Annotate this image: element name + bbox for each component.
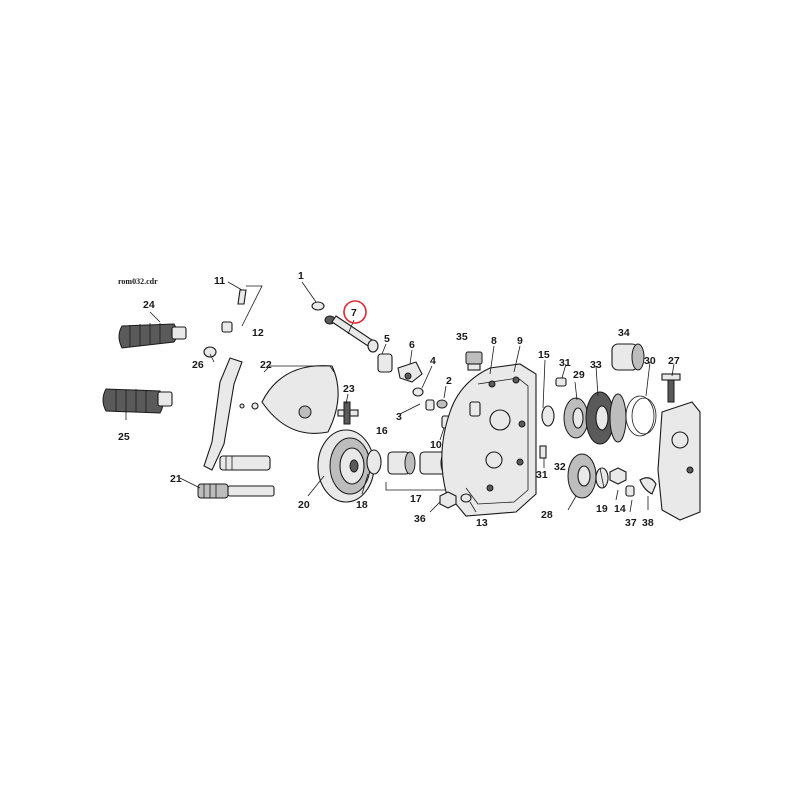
callout-2: 2 [446, 375, 452, 387]
callout-37: 37 [625, 517, 637, 529]
callout-31b: 31 [536, 469, 548, 481]
leader-lines [125, 281, 675, 513]
callout-36: 36 [414, 513, 426, 525]
bolt-27 [661, 373, 681, 403]
callout-25: 25 [118, 431, 130, 443]
leader-bracket-22 [263, 365, 335, 373]
kick-lever [203, 289, 247, 471]
callout-30: 30 [644, 355, 656, 367]
pin-31b [539, 445, 547, 459]
callout-13: 13 [476, 517, 488, 529]
callout-15: 15 [538, 349, 550, 361]
screw-2 [436, 399, 448, 409]
leader-bracket-17 [385, 482, 447, 491]
callout-27: 27 [668, 355, 680, 367]
pin-3 [425, 399, 435, 411]
washer-4 [412, 387, 424, 397]
callout-8: 8 [491, 335, 497, 347]
callout-10: 10 [430, 439, 442, 451]
callout-19: 19 [596, 503, 608, 515]
kick-cover [239, 365, 339, 434]
callout-23: 23 [343, 383, 355, 395]
seal-15 [541, 405, 555, 427]
gear-32 [563, 397, 589, 439]
screw-37 [625, 485, 635, 497]
callout-24: 24 [143, 299, 155, 311]
crankcase-partial [657, 401, 701, 521]
callout-5: 5 [384, 333, 390, 345]
leader-bracket-12 [241, 285, 263, 327]
callout-35: 35 [456, 331, 468, 343]
clutch-6 [397, 361, 423, 383]
bushing-34 [611, 343, 645, 371]
footpeg-rubber-upper [118, 323, 187, 349]
callout-1: 1 [298, 270, 304, 282]
callout-7: 7 [351, 307, 357, 319]
callout-29: 29 [573, 369, 585, 381]
gear-28 [567, 453, 597, 499]
callout-28: 28 [541, 509, 553, 521]
gear-33 [609, 393, 627, 443]
washer-18 [366, 449, 382, 475]
callout-21: 21 [170, 473, 182, 485]
nut-1 [311, 301, 325, 311]
bushing-5 [377, 353, 393, 373]
nut-36 [439, 491, 457, 509]
callout-33: 33 [590, 359, 602, 371]
callout-18: 18 [356, 499, 368, 511]
kick-spring [317, 429, 375, 503]
pin-31a [555, 377, 567, 387]
callout-6: 6 [409, 339, 415, 351]
plug-35 [465, 351, 483, 371]
callout-9: 9 [517, 335, 523, 347]
kick-shaft-upper [219, 455, 271, 471]
callout-26: 26 [192, 359, 204, 371]
callout-32: 32 [554, 461, 566, 473]
callout-labels: 1 2 3 4 5 6 7 8 9 10 11 12 13 14 15 16 1… [118, 270, 680, 529]
transmission-cover [441, 363, 537, 517]
kick-spindle-7 [324, 315, 379, 353]
callout-17: 17 [410, 493, 422, 505]
callout-11: 11 [214, 275, 225, 287]
callout-20: 20 [298, 499, 310, 511]
callout-12: 12 [252, 327, 264, 339]
callout-16: 16 [376, 425, 388, 437]
drawing-filename: rom032.cdr [118, 277, 158, 286]
callout-3: 3 [396, 411, 402, 423]
clip-38 [639, 477, 657, 495]
footpeg-rubber-lower [102, 388, 173, 414]
callout-22: 22 [260, 359, 272, 371]
callout-38: 38 [642, 517, 654, 529]
bolt-23 [337, 401, 359, 425]
kick-shaft-lower [197, 483, 275, 499]
ring-30 [625, 395, 657, 437]
callout-34: 34 [618, 327, 630, 339]
callout-31a: 31 [559, 357, 571, 369]
callout-4: 4 [430, 355, 436, 367]
gear-29 [585, 391, 615, 445]
nut-14 [609, 467, 627, 485]
washer-13 [460, 493, 472, 503]
highlight-ring [343, 300, 367, 324]
callout-14: 14 [614, 503, 626, 515]
